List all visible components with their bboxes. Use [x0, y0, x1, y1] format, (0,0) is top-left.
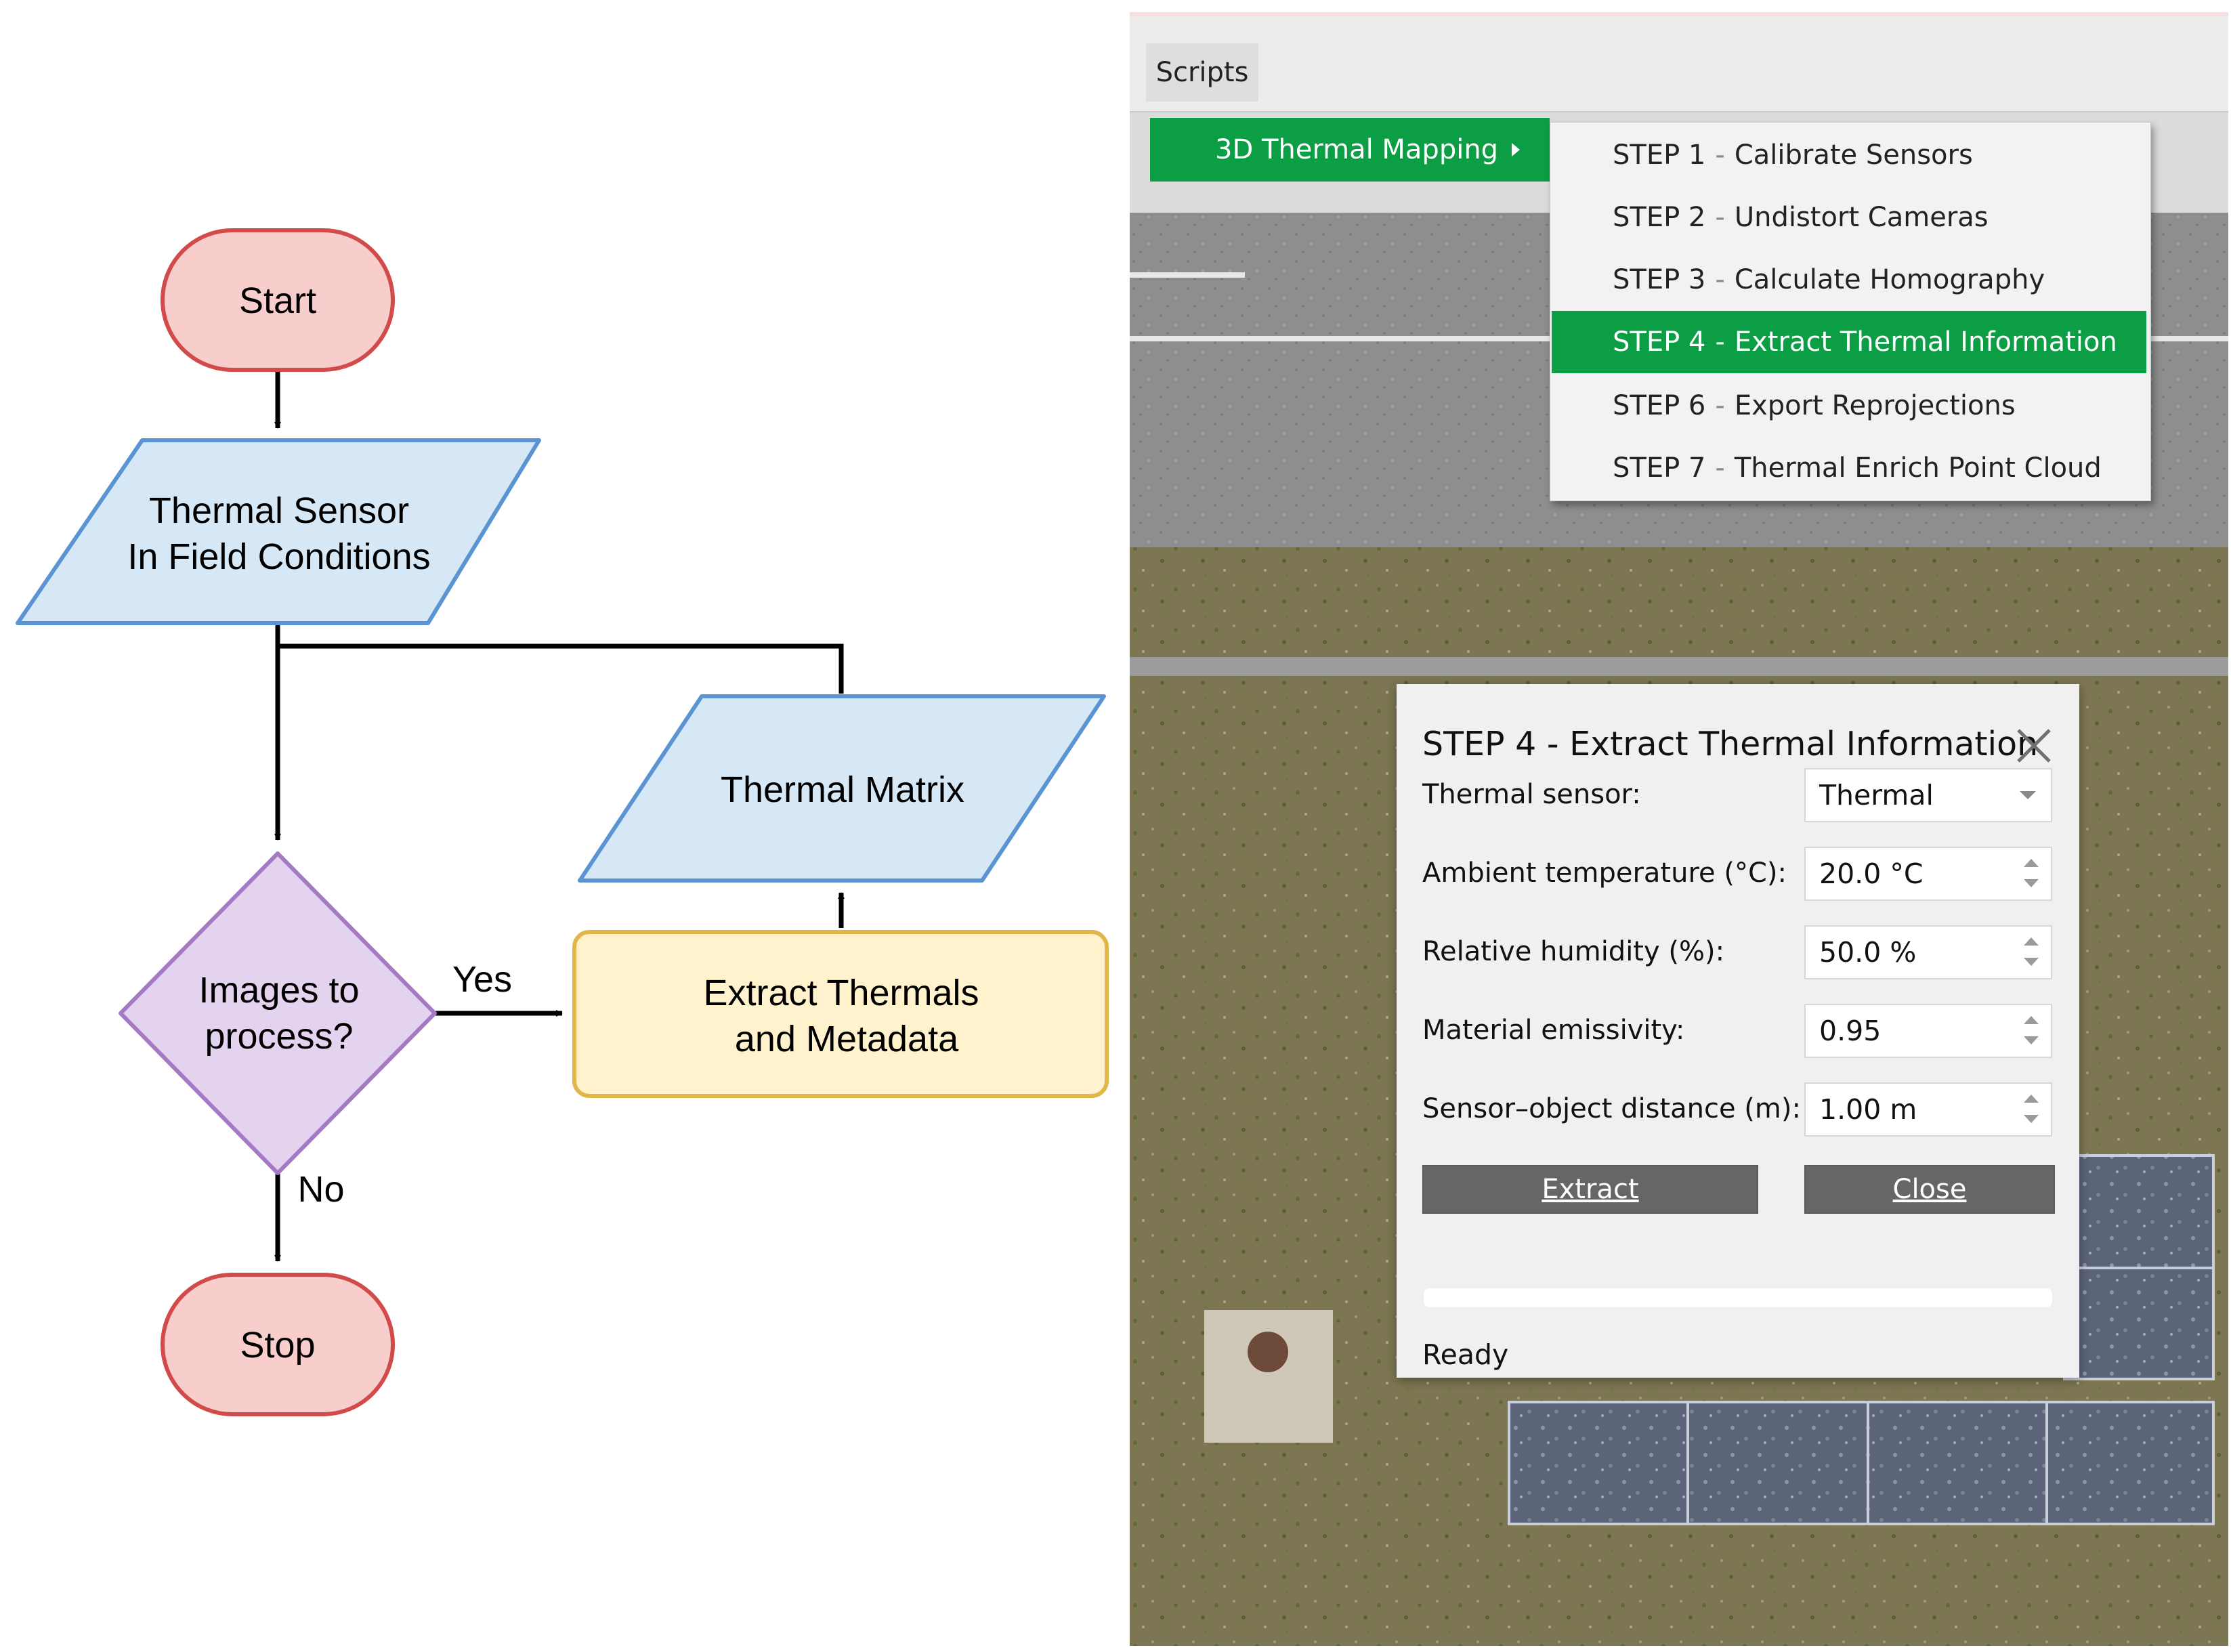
step-number: STEP 4 — [1613, 326, 1706, 358]
loop-back-line — [278, 643, 844, 694]
spin-down-icon[interactable] — [2024, 879, 2039, 887]
thermal-sensor-label: Thermal sensor: — [1422, 779, 1641, 810]
solar-panels — [1508, 1154, 2215, 1525]
spin-up-icon[interactable] — [2024, 1016, 2039, 1024]
close-button[interactable]: Close — [1804, 1165, 2055, 1214]
extract-thermal-dialog: STEP 4 - Extract Thermal Information The… — [1397, 684, 2079, 1378]
submenu-label: 3D Thermal Mapping — [1215, 134, 1499, 165]
progress-bar — [1424, 1288, 2052, 1307]
flowchart-diagram: Start Thermal Sensor In Field Conditions… — [16, 228, 1109, 1416]
manhole-slab — [1204, 1310, 1333, 1443]
menu-item-step-3[interactable]: STEP 3-Calculate Homography — [1613, 264, 2045, 295]
yes-label: Yes — [452, 959, 512, 1000]
spin-down-icon[interactable] — [2024, 1115, 2039, 1123]
step-label: Thermal Enrich Point Cloud — [1734, 452, 2102, 484]
close-icon[interactable] — [2014, 726, 2054, 765]
material-emissivity-value: 0.95 — [1819, 1015, 1882, 1047]
step-number: STEP 6 — [1613, 390, 1706, 421]
sensor-object-distance-value: 1.00 m — [1819, 1093, 1917, 1126]
process-label-line1: Extract Thermals — [703, 973, 979, 1013]
step-label: Calibrate Sensors — [1734, 140, 1973, 171]
manhole-cover — [1248, 1332, 1288, 1372]
step-number: STEP 2 — [1613, 202, 1706, 233]
relative-humidity-value: 50.0 % — [1819, 936, 1917, 969]
process-label-line2: and Metadata — [735, 1019, 959, 1059]
input-label-line2: In Field Conditions — [127, 536, 430, 577]
sensor-object-distance-label: Sensor–object distance (m): — [1422, 1093, 1801, 1124]
step-label: Export Reprojections — [1734, 390, 2016, 421]
chevron-down-icon — [2020, 791, 2036, 799]
menu-item-step-6[interactable]: STEP 6-Export Reprojections — [1613, 390, 2016, 421]
menu-scripts[interactable]: Scripts — [1146, 43, 1258, 102]
output-label: Thermal Matrix — [721, 769, 964, 810]
input-parallelogram — [16, 438, 541, 625]
spin-up-icon[interactable] — [2024, 1095, 2039, 1103]
chevron-right-icon — [1512, 143, 1520, 156]
output-parallelogram — [578, 694, 1106, 883]
submenu-3d-thermal-mapping[interactable]: 3D Thermal Mapping — [1150, 118, 1550, 182]
menu-item-step-1[interactable]: STEP 1-Calibrate Sensors — [1613, 140, 1973, 171]
relative-humidity-label: Relative humidity (%): — [1422, 936, 1725, 967]
menu-item-step-2[interactable]: STEP 2-Undistort Cameras — [1613, 202, 1989, 233]
thermal-sensor-select[interactable]: Thermal — [1804, 768, 2052, 822]
decision-diamond — [119, 851, 437, 1175]
material-emissivity-label: Material emissivity: — [1422, 1015, 1685, 1046]
relative-humidity-spinbox[interactable]: 50.0 % — [1804, 925, 2052, 979]
curb — [1130, 657, 2228, 676]
menu-item-step-4[interactable]: STEP 4-Extract Thermal Information — [1552, 311, 2146, 373]
status-text: Ready — [1422, 1338, 1509, 1371]
ambient-temperature-value: 20.0 °C — [1819, 857, 1924, 890]
decision-label-line1: Images to — [198, 970, 359, 1011]
menu-item-step-7[interactable]: STEP 7-Thermal Enrich Point Cloud — [1613, 452, 2102, 484]
no-label: No — [297, 1169, 344, 1210]
app-window: Scripts 3D Thermal Mapping STEP 1-Calibr… — [1130, 12, 2228, 1646]
connectors — [274, 371, 845, 1262]
process-box — [572, 930, 1109, 1098]
ambient-temperature-label: Ambient temperature (°C): — [1422, 857, 1787, 889]
extract-button[interactable]: Extract — [1422, 1165, 1758, 1214]
step-number: STEP 1 — [1613, 140, 1706, 171]
spin-up-icon[interactable] — [2024, 859, 2039, 867]
stop-label: Stop — [240, 1325, 315, 1365]
ambient-temperature-spinbox[interactable]: 20.0 °C — [1804, 847, 2052, 901]
step-label: Extract Thermal Information — [1734, 326, 2117, 358]
menu-bar: Scripts — [1130, 12, 2228, 111]
material-emissivity-spinbox[interactable]: 0.95 — [1804, 1004, 2052, 1058]
start-label: Start — [239, 280, 316, 321]
steps-menu: STEP 1-Calibrate Sensors STEP 2-Undistor… — [1550, 122, 2151, 501]
step-number: STEP 7 — [1613, 452, 1706, 484]
thermal-sensor-value: Thermal — [1819, 779, 1934, 811]
stop-terminal — [161, 1273, 395, 1416]
spin-down-icon[interactable] — [2024, 1036, 2039, 1044]
spin-down-icon[interactable] — [2024, 958, 2039, 966]
start-terminal — [161, 228, 395, 372]
step-number: STEP 3 — [1613, 264, 1706, 295]
input-label-line1: Thermal Sensor — [149, 490, 409, 531]
road-marking-2 — [1130, 272, 1245, 278]
dialog-title: STEP 4 - Extract Thermal Information — [1422, 725, 2039, 763]
step-label: Calculate Homography — [1734, 264, 2045, 295]
step-label: Undistort Cameras — [1734, 202, 1989, 233]
spin-up-icon[interactable] — [2024, 937, 2039, 946]
decision-label-line2: process? — [205, 1016, 353, 1057]
sensor-object-distance-spinbox[interactable]: 1.00 m — [1804, 1082, 2052, 1137]
verge — [1130, 547, 2228, 662]
